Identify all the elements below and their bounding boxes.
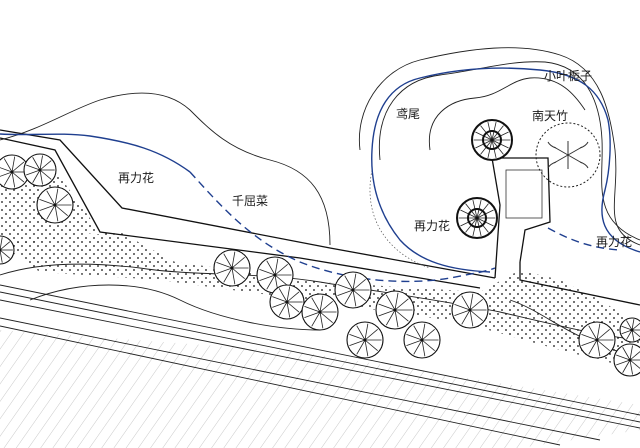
tree-symbol [346, 321, 384, 359]
tree-symbol [23, 153, 57, 187]
tree-symbol [36, 186, 74, 224]
tree-symbol [451, 291, 489, 329]
tree-symbol [334, 271, 372, 309]
tree-symbol [213, 249, 251, 287]
island-contour [358, 47, 640, 246]
water-edge [371, 67, 640, 273]
tree-symbol [619, 317, 640, 343]
tree-symbol [613, 343, 640, 377]
road-edge [0, 317, 601, 441]
island-contour [378, 61, 640, 241]
label-qianquling: 千屈菜 [232, 194, 268, 208]
label-nantianzhu: 南天竹 [532, 108, 568, 123]
tree-symbol [375, 290, 415, 330]
pavilion-inner [505, 169, 543, 219]
label-yuanwei: 鸢尾 [396, 107, 420, 121]
road-edge [0, 291, 640, 423]
bamboo-symbol [535, 122, 601, 188]
label-zailihua-right: 再力花 [596, 234, 632, 249]
road-edge [0, 284, 640, 416]
tree-symbol [269, 284, 305, 320]
label-zailihua-middle: 再力花 [414, 218, 450, 233]
tree-symbol [578, 321, 616, 359]
bed-outline [519, 262, 640, 306]
label-xiaoyeheizi: 小叶栀子 [544, 69, 592, 83]
road-hatch [0, 330, 640, 448]
tree-symbol [301, 293, 339, 331]
water-edge-dashed [547, 227, 621, 251]
landform-contour [0, 92, 331, 246]
water-edge-dashed [189, 171, 496, 283]
tree-symbol [403, 321, 441, 359]
bed-outline [0, 129, 496, 279]
road-edge [0, 325, 561, 446]
landform-contour [29, 284, 321, 331]
road-edge [0, 299, 640, 429]
pavilion-outline [491, 157, 551, 279]
tree-symbol [471, 119, 513, 161]
tree-symbol [0, 235, 15, 265]
water-edge [0, 133, 191, 173]
tree-group [0, 119, 640, 377]
bed-outline [0, 137, 481, 289]
label-zailihua-left: 再力花 [118, 170, 154, 185]
landform-contour [0, 263, 640, 341]
tree-symbol [456, 197, 498, 239]
island-contour [428, 77, 586, 151]
